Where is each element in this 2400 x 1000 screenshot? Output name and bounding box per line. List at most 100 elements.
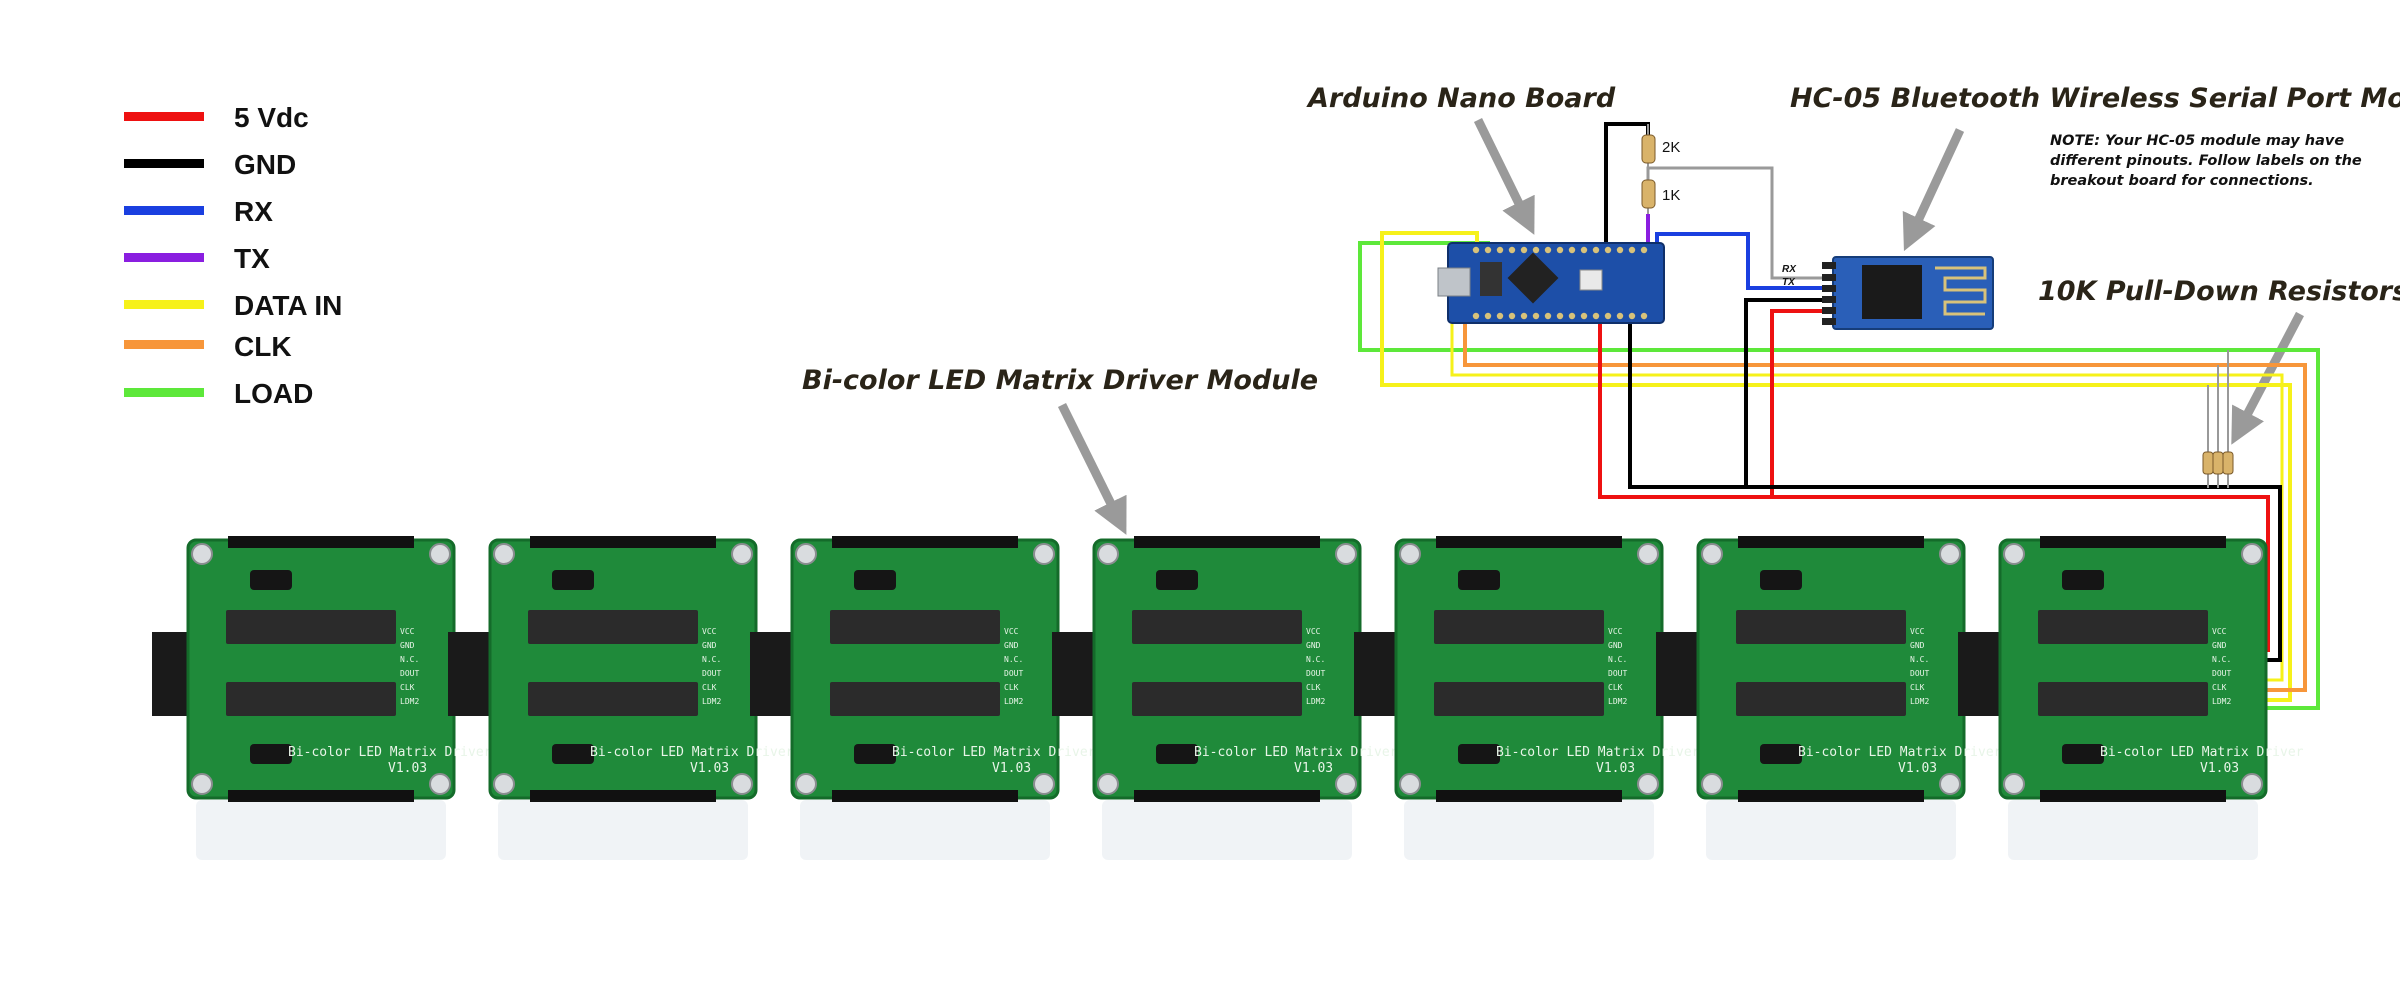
pin-label: N.C. [1910,655,1929,664]
screw [493,773,515,795]
legend-label: 5 Vdc [234,102,309,133]
board-title: Bi-color LED Matrix Driver [1194,745,1398,760]
callout-driver: Bi-color LED Matrix Driver Module [802,365,1318,396]
pin-label: LDM2 [400,697,419,706]
screw [1637,773,1659,795]
wire-data-in [1380,231,2292,702]
module-header-bottom [530,790,716,802]
module-shadow [1706,800,1956,860]
pin-label: N.C. [1306,655,1325,664]
max7219-chip [226,682,396,716]
wire-gnd-bt [1744,298,1822,487]
capacitor [854,744,896,764]
wire-5v-bt [1770,309,1822,497]
legend-label: RX [234,196,273,227]
arrow-pulldown [2231,311,2304,445]
resistor-1k [1641,179,1656,209]
module-header-top [1738,536,1924,548]
capacitor [1760,570,1802,590]
module-shadow [2008,800,2258,860]
pin-label: CLK [1306,683,1321,692]
capacitor [1156,570,1198,590]
screw [493,543,515,565]
max7219-chip [2038,682,2208,716]
callout-arrows [1057,118,2304,535]
pin-label: LDM2 [702,697,721,706]
pin-label: LDM2 [2212,697,2231,706]
pin-label: LDM2 [1910,697,1929,706]
pin-label: CLK [400,683,415,692]
pin-label: GND [1608,641,1623,650]
board-version: V1.03 [388,761,427,776]
note-line: breakout board for connections. [2050,173,2314,189]
legend-label: DATA IN [234,290,342,321]
divider-resistors: 2K 1K [1641,124,1680,214]
screw [795,543,817,565]
legend-item: DATA IN [124,290,342,321]
hc05-header-pins [1822,262,1836,325]
screw [731,543,753,565]
wire-rx [1655,232,1822,290]
pin-label: GND [1910,641,1925,650]
module-shadow [196,800,446,860]
module-header-top [832,536,1018,548]
capacitor [2062,744,2104,764]
screw [1097,773,1119,795]
screw [1097,543,1119,565]
screw [1033,543,1055,565]
pin-label: VCC [1004,627,1019,636]
resistor-body [2202,451,2214,475]
screw [429,543,451,565]
pin-label: VCC [702,627,717,636]
module-interconnect [1958,632,2006,716]
board-title: Bi-color LED Matrix Driver [2100,745,2304,760]
legend-swatch-5v [124,112,204,121]
pin-label: CLK [702,683,717,692]
screw [1637,543,1659,565]
reset-button [1579,269,1603,291]
board-title: Bi-color LED Matrix Driver [1798,745,2002,760]
pin-label: VCC [1608,627,1623,636]
pin-label: VCC [2212,627,2227,636]
capacitor [1458,744,1500,764]
capacitor [1458,570,1500,590]
module-header-top [530,536,716,548]
legend-item: 5 Vdc [124,102,309,133]
pin-label: GND [1004,641,1019,650]
arduino-pin-row-top [1472,246,1648,254]
module-shadow [498,800,748,860]
module-shadow [1102,800,1352,860]
screw [2003,773,2025,795]
module-header-top [1134,536,1320,548]
module-interconnect [1656,632,1704,716]
bt-pin-label-rx: RX [1782,264,1797,275]
screw [731,773,753,795]
screw [191,773,213,795]
capacitor [250,744,292,764]
arrow-bluetooth [1902,128,1965,252]
max7219-chip [1434,610,1604,644]
module-shadow [1404,800,1654,860]
pin-label: DOUT [702,669,721,678]
module-header-bottom [832,790,1018,802]
hc05-bluetooth-module: RX TX [1782,256,1994,330]
pin-label: DOUT [1306,669,1325,678]
pin-label: LDM2 [1004,697,1023,706]
capacitor [552,744,594,764]
bt-pin-label-tx: TX [1782,277,1796,288]
screw [1033,773,1055,795]
arrow-driver [1057,403,1127,535]
pin-label: N.C. [400,655,419,664]
note-line: different pinouts. Follow labels on the [2050,153,2362,169]
legend-swatch-load [124,388,204,397]
pin-label: CLK [1910,683,1925,692]
board-title: Bi-color LED Matrix Driver [892,745,1096,760]
capacitor [250,570,292,590]
legend-label: TX [234,243,270,274]
